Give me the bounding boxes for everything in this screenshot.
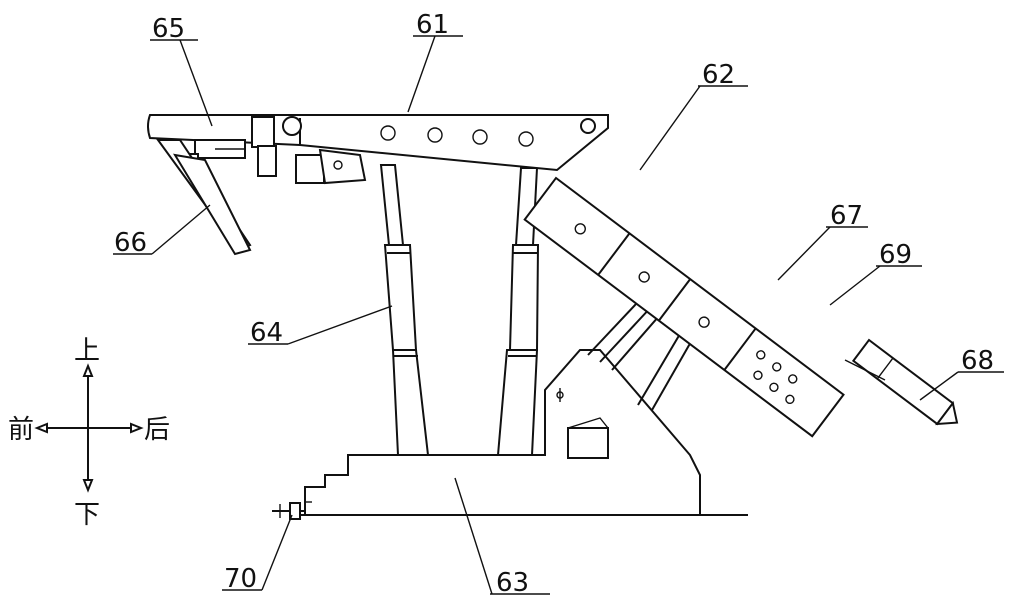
base-63 (272, 349, 748, 520)
top-beam-61 (147, 114, 609, 185)
direction-front: 前 (8, 415, 34, 445)
leader-lines (113, 35, 1004, 595)
label-62: 62 (702, 60, 735, 90)
label-67: 67 (830, 201, 863, 231)
arrow-down-icon (82, 479, 94, 493)
direction-up: 上 (74, 336, 100, 366)
cylinder-64 (379, 164, 430, 456)
arrow-right-icon (130, 422, 144, 434)
direction-back: 后 (144, 415, 170, 445)
direction-down: 下 (74, 500, 100, 530)
label-69: 69 (879, 240, 912, 270)
label-70: 70 (224, 564, 257, 594)
arrow-left-icon (34, 422, 48, 434)
part-labels: 65 61 62 66 67 69 64 68 63 70 (114, 10, 994, 598)
label-65: 65 (152, 14, 185, 44)
label-64: 64 (250, 318, 283, 348)
label-63: 63 (496, 568, 529, 598)
label-68: 68 (961, 346, 994, 376)
label-66: 66 (114, 228, 147, 258)
label-61: 61 (416, 10, 449, 40)
cylinder-rear (496, 167, 540, 456)
direction-compass: 上 下 前 后 (8, 336, 170, 530)
tip-68 (851, 338, 959, 426)
front-arm-66 (156, 139, 252, 256)
arrow-up-icon (82, 363, 94, 377)
beam-62 (523, 176, 845, 438)
